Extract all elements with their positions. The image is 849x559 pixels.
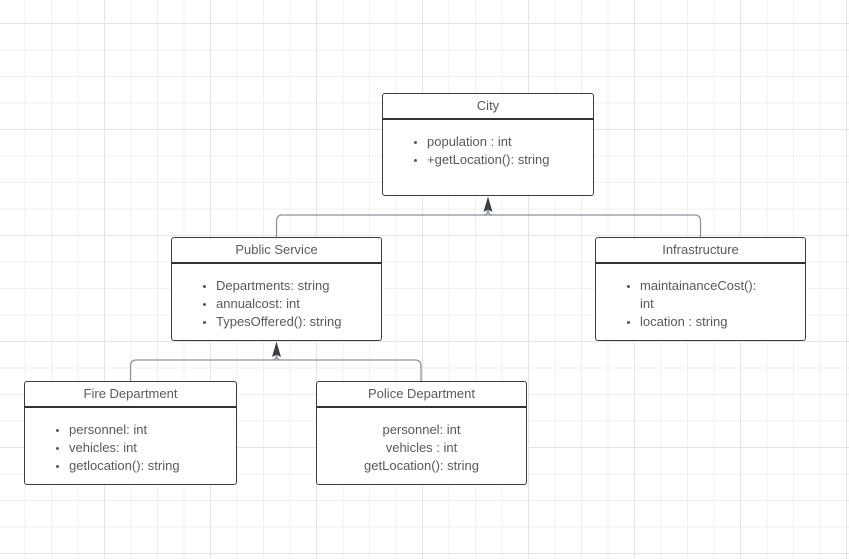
connector-publicservice-stem2: [275, 353, 281, 361]
class-box-public-service[interactable]: Public Service Departments: string annua…: [171, 237, 382, 341]
class-title-infrastructure: Infrastructure: [596, 238, 805, 264]
class-member: location : string: [640, 313, 799, 331]
class-member: personnel: int: [382, 422, 461, 437]
class-members-infrastructure: maintainanceCost(): int location : strin…: [596, 277, 805, 331]
class-member: +getLocation(): string: [427, 151, 587, 169]
class-member: personnel: int: [69, 421, 230, 439]
class-member: Departments: string: [216, 277, 375, 295]
connector-city-children[interactable]: [275, 214, 702, 237]
class-member: maintainanceCost(): int: [640, 277, 799, 313]
connector-publicservice-children[interactable]: [129, 359, 422, 381]
class-title-police-department: Police Department: [317, 382, 526, 408]
class-member: population : int: [427, 133, 587, 151]
class-member: vehicles : int: [385, 440, 458, 455]
class-member: TypesOffered(): string: [216, 313, 375, 331]
class-title-public-service: Public Service: [172, 238, 381, 264]
class-members-fire-department: personnel: int vehicles: int getlocation…: [25, 421, 236, 475]
class-member: getlocation(): string: [69, 457, 230, 475]
class-box-fire-department[interactable]: Fire Department personnel: int vehicles:…: [24, 381, 237, 485]
class-member: getLocation(): string: [364, 458, 479, 473]
class-title-city: City: [383, 94, 593, 120]
class-box-city[interactable]: City population : int +getLocation(): st…: [382, 93, 594, 196]
class-box-infrastructure[interactable]: Infrastructure maintainanceCost(): int l…: [595, 237, 806, 341]
class-members-public-service: Departments: string annualcost: int Type…: [172, 277, 381, 331]
class-title-fire-department: Fire Department: [25, 382, 236, 408]
class-box-police-department[interactable]: Police Department personnel: int vehicle…: [316, 381, 527, 485]
inheritance-arrow-city: [483, 196, 493, 212]
inheritance-arrow-publicservice: [272, 341, 281, 357]
connector-city-stem2: [487, 208, 493, 216]
class-members-police-department: personnel: int vehicles : int getLocatio…: [317, 421, 526, 475]
class-members-city: population : int +getLocation(): string: [383, 133, 593, 169]
class-member: annualcost: int: [216, 295, 375, 313]
class-member: vehicles: int: [69, 439, 230, 457]
